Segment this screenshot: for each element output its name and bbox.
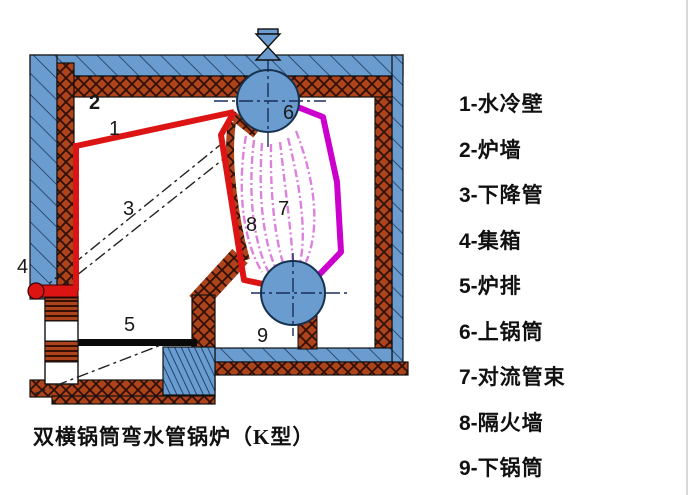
convection-tube bbox=[259, 142, 279, 272]
furnace-wall-right bbox=[374, 96, 393, 349]
legend-label: 下锅筒 bbox=[477, 456, 544, 480]
grate-bar bbox=[77, 339, 197, 346]
legend-item-water-wall: 1-水冷壁 bbox=[459, 88, 659, 118]
parts-legend: 1-水冷壁 2-炉墙 3-下降管 4-集箱 5-炉排 6-上锅筒 7-对流管束 … bbox=[459, 88, 659, 482]
front-coil-upper bbox=[44, 297, 79, 322]
legend-item-lower-drum: 9-下锅筒 bbox=[459, 452, 659, 482]
legend-label: 下降管 bbox=[477, 183, 544, 207]
label-grate: 5 bbox=[124, 314, 135, 336]
label-upper-drum: 6 bbox=[283, 102, 294, 124]
water-wall-bundle-left bbox=[218, 110, 264, 287]
floor-right-steel bbox=[212, 347, 393, 363]
legend-num: 6- bbox=[459, 320, 478, 344]
convection-tube bbox=[294, 130, 316, 263]
legend-num: 3- bbox=[459, 184, 478, 207]
front-coil-lower bbox=[44, 340, 79, 363]
legend-num: 1- bbox=[459, 93, 478, 116]
legend-item-upper-drum: 6-上锅筒 bbox=[459, 316, 659, 346]
legend-num: 4- bbox=[459, 229, 478, 253]
bundle-right-boundary bbox=[293, 103, 344, 280]
label-fire-partition: 8 bbox=[246, 214, 257, 236]
convection-tube bbox=[240, 135, 264, 273]
legend-label: 水冷壁 bbox=[477, 92, 544, 116]
convection-tube bbox=[250, 139, 271, 274]
casing-right-wall bbox=[391, 54, 404, 366]
legend-item-header: 4-集箱 bbox=[459, 225, 659, 255]
label-furnace-wall: 2 bbox=[89, 92, 100, 114]
legend-num: 9- bbox=[459, 457, 478, 480]
label-downcomer: 3 bbox=[123, 198, 134, 220]
legend-item-fire-partition: 8-隔火墙 bbox=[459, 407, 659, 437]
label-header: 4 bbox=[17, 256, 28, 278]
label-lower-drum: 9 bbox=[257, 325, 268, 347]
legend-item-grate: 5-炉排 bbox=[459, 270, 659, 300]
grate-rear-block bbox=[162, 346, 216, 396]
furnace-wall-top bbox=[56, 75, 393, 98]
floor-left-understrip bbox=[51, 395, 216, 405]
convection-tube bbox=[286, 137, 304, 264]
label-water-wall: 1 bbox=[109, 118, 120, 140]
furnace-wall-left bbox=[56, 62, 75, 300]
legend-item-convection-bank: 7-对流管束 bbox=[459, 361, 659, 391]
legend-item-furnace-wall: 2-炉墙 bbox=[459, 134, 659, 164]
convection-tube bbox=[269, 143, 287, 270]
downcomer-line-2 bbox=[51, 152, 232, 296]
legend-num: 8- bbox=[459, 411, 478, 435]
legend-label: 炉排 bbox=[477, 274, 522, 298]
legend-item-downcomer: 3-下降管 bbox=[459, 179, 659, 209]
legend-label: 上锅筒 bbox=[477, 319, 544, 344]
boiler-cross-section-diagram: 1 2 3 4 5 6 7 8 9 bbox=[17, 28, 409, 405]
legend-label: 对流管束 bbox=[477, 365, 566, 389]
floor-right-refractory bbox=[204, 361, 409, 376]
casing-left-wall bbox=[29, 54, 58, 300]
legend-label: 炉墙 bbox=[477, 137, 522, 162]
legend-label: 隔火墙 bbox=[477, 410, 544, 435]
fire-partition-top bbox=[228, 110, 259, 138]
diagram-caption: 双横锅筒弯水管锅炉（K型） bbox=[33, 425, 315, 449]
legend-num: 5- bbox=[459, 275, 478, 298]
header-drum bbox=[27, 282, 45, 300]
casing-top-beam bbox=[29, 54, 404, 77]
legend-num: 2- bbox=[459, 138, 478, 162]
valve-icon bbox=[254, 28, 282, 61]
water-wall-slope bbox=[75, 109, 235, 149]
legend-num: 7- bbox=[459, 366, 478, 389]
water-wall-left-vertical bbox=[73, 143, 79, 291]
legend-label: 集箱 bbox=[477, 228, 522, 253]
label-convection-bank: 7 bbox=[278, 198, 289, 220]
